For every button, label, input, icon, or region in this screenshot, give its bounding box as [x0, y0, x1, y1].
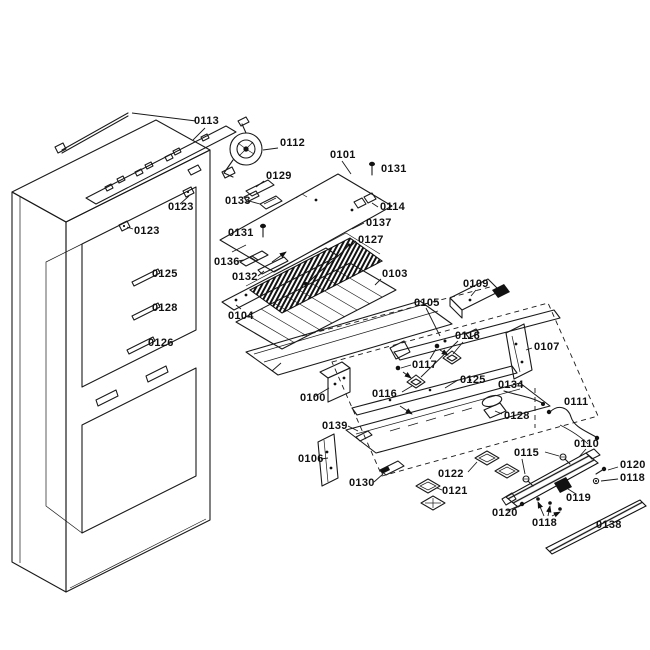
support-rail-0105 — [389, 309, 561, 361]
part-label-0112: 0112 — [280, 137, 305, 149]
bracket-0109 — [449, 278, 510, 319]
part-label-0120-lower: 0120 — [492, 507, 518, 519]
screw-0117 — [395, 343, 449, 379]
part-label-0136: 0136 — [214, 256, 240, 268]
ribbed-shelf — [235, 262, 397, 350]
wire-0127 — [304, 243, 351, 286]
part-label-0116-lower: 0116 — [372, 388, 397, 400]
part-label-0119: 0119 — [566, 492, 591, 504]
screws-0118-lower — [536, 497, 562, 511]
clip-0123-right — [182, 186, 195, 198]
part-label-0139: 0139 — [322, 420, 348, 432]
part-label-0128-assembly: 0128 — [504, 410, 530, 422]
part-label-0101: 0101 — [330, 149, 356, 161]
screw-0120-lower — [513, 501, 525, 510]
washer-0118-right — [592, 477, 600, 485]
part-label-0121: 0121 — [442, 485, 468, 497]
part-label-0116-upper: 0116 — [455, 330, 480, 342]
part-label-0114: 0114 — [380, 201, 406, 213]
part-label-0109: 0109 — [463, 278, 489, 290]
part-label-0100: 0100 — [300, 392, 326, 404]
tray-0102 — [245, 300, 453, 376]
part-label-0130: 0130 — [349, 477, 375, 489]
part-label-0129: 0129 — [266, 170, 292, 182]
part-label-0120-right: 0120 — [620, 459, 646, 471]
wire-0134 — [503, 390, 545, 406]
rail-0104 — [221, 247, 339, 311]
strip-0138 — [545, 499, 647, 555]
control-rail-0110 — [501, 448, 601, 508]
part-label-0115: 0115 — [514, 447, 539, 459]
slide-rail-0125 — [351, 365, 518, 416]
wire-0111 — [546, 406, 600, 445]
wedge-0130 — [379, 460, 405, 476]
grommet-0116 — [406, 350, 462, 389]
part-label-0125-assembly: 0125 — [460, 374, 486, 386]
pads-0121 — [415, 478, 446, 511]
drawer-tray-0139 — [345, 382, 551, 454]
screw-icon — [260, 223, 266, 238]
bracket-0106 — [317, 433, 339, 487]
bracket-0107 — [505, 323, 533, 380]
bracket-0136 — [239, 250, 269, 267]
shelf-rails — [126, 268, 161, 355]
part-label-0117: 0117 — [412, 359, 437, 371]
part-label-0126-cabinet: 0126 — [148, 337, 174, 349]
part-label-0138: 0138 — [596, 519, 622, 531]
part-labels: 0113 0112 0101 0131 0129 0133 0123 0123 … — [134, 115, 646, 531]
part-label-0104: 0104 — [228, 310, 254, 322]
part-label-0103: 0103 — [382, 268, 408, 280]
part-label-0132: 0132 — [232, 271, 258, 283]
part-label-0118-lower: 0118 — [532, 517, 557, 529]
part-label-0113: 0113 — [194, 115, 219, 127]
part-label-0123-left: 0123 — [134, 225, 160, 237]
part-label-0127: 0127 — [358, 234, 384, 246]
clip-0123-left — [118, 220, 131, 232]
fan-assembly — [221, 116, 263, 179]
part-label-0122: 0122 — [438, 468, 464, 480]
part-label-0128-cabinet: 0128 — [152, 302, 178, 314]
pads-0122 — [474, 450, 520, 479]
part-label-0133: 0133 — [225, 195, 251, 207]
part-label-0137: 0137 — [366, 217, 392, 229]
screw-0120-right — [595, 466, 607, 475]
plate-0132 — [257, 251, 289, 275]
cabinet-body — [11, 119, 211, 593]
part-label-0131-center: 0131 — [228, 227, 254, 239]
part-label-0111: 0111 — [564, 396, 588, 408]
screw-icon — [369, 161, 375, 176]
leader-lines — [126, 112, 619, 518]
part-label-0106: 0106 — [298, 453, 324, 465]
part-label-0110: 0110 — [574, 438, 599, 450]
part-label-0125-cabinet: 0125 — [152, 268, 178, 280]
screws-0115 — [522, 453, 571, 487]
part-label-0118-right: 0118 — [620, 472, 645, 484]
part-label-0134: 0134 — [498, 379, 524, 391]
part-label-0105: 0105 — [414, 297, 440, 309]
part-label-0131-top: 0131 — [381, 163, 407, 175]
top-trim-strip — [54, 112, 237, 205]
clamp-0114 — [353, 192, 377, 209]
part-label-0107: 0107 — [534, 341, 560, 353]
clip-0119 — [554, 477, 572, 493]
bracket-0100 — [319, 361, 351, 403]
clip-0133 — [259, 195, 283, 210]
part-label-0123-right: 0123 — [168, 201, 194, 213]
